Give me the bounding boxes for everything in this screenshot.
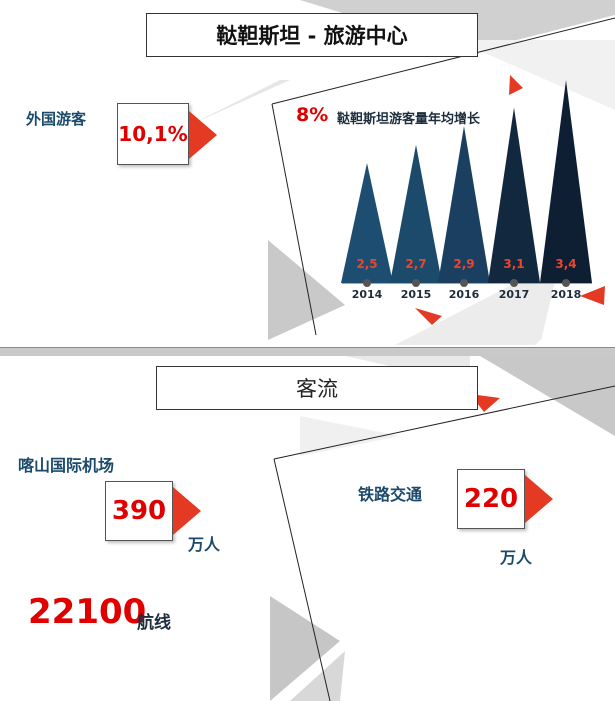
routes-value: 22100: [28, 592, 147, 632]
tick-label-2014: 2014: [352, 288, 383, 301]
rail-value-text: 220: [463, 484, 519, 514]
routes-unit: 航线: [137, 613, 171, 633]
tick-label-2016: 2016: [449, 288, 480, 301]
flow-title: 客流: [156, 366, 478, 410]
data-label-2018: 3,4: [555, 257, 576, 271]
foreign-tourists-label: 外国游客: [26, 110, 87, 128]
axis-dot: [562, 279, 570, 287]
axis-dot: [510, 279, 518, 287]
bar-2015: [390, 144, 442, 283]
tourism-panel: 鞑靼斯坦 - 旅游中心 外国游客 10,1% 8% 鞑靼斯坦游客量年均增长 2,…: [0, 0, 615, 348]
data-label-2016: 2,9: [453, 257, 474, 271]
foreign-tourists-value: 10,1%: [117, 103, 189, 165]
bar-2018: [540, 80, 592, 283]
rail-unit: 万人: [500, 548, 533, 567]
arrow-icon: [173, 487, 201, 535]
rail-value: 220: [457, 469, 525, 529]
page-title: 鞑靼斯坦 - 旅游中心: [146, 13, 478, 57]
growth-percent: 8%: [296, 104, 329, 126]
flow-title-text: 客流: [296, 377, 338, 401]
foreign-tourists-value-text: 10,1%: [118, 122, 188, 146]
tick-label-2015: 2015: [401, 288, 432, 301]
axis-dot: [460, 279, 468, 287]
airport-value: 390: [105, 481, 173, 541]
bar-2014: [341, 163, 393, 283]
page-title-text: 鞑靼斯坦 - 旅游中心: [216, 24, 408, 48]
axis-dot: [363, 279, 371, 287]
rail-label: 铁路交通: [358, 485, 423, 504]
growth-label: 鞑靼斯坦游客量年均增长: [337, 112, 481, 127]
bar-2016: [438, 126, 490, 283]
airport-unit: 万人: [188, 535, 221, 554]
growth-chart: 2,5 2014 2,7 2015 2,9 2016 3,1 2017 3,4 2018: [341, 80, 592, 301]
bar-2017: [488, 107, 540, 283]
data-label-2014: 2,5: [356, 257, 377, 271]
data-label-2017: 3,1: [503, 257, 524, 271]
airport-label: 喀山国际机场: [18, 456, 115, 475]
airport-value-text: 390: [111, 496, 167, 526]
tick-label-2017: 2017: [499, 288, 530, 301]
arrow-icon: [525, 475, 553, 523]
arrow-icon: [189, 111, 217, 159]
axis-dot: [412, 279, 420, 287]
passenger-flow-panel: 客流 喀山国际机场 390 万人 铁路交通 220 万人 22100 航线: [0, 356, 615, 701]
data-label-2015: 2,7: [405, 257, 426, 271]
tick-label-2018: 2018: [551, 288, 582, 301]
